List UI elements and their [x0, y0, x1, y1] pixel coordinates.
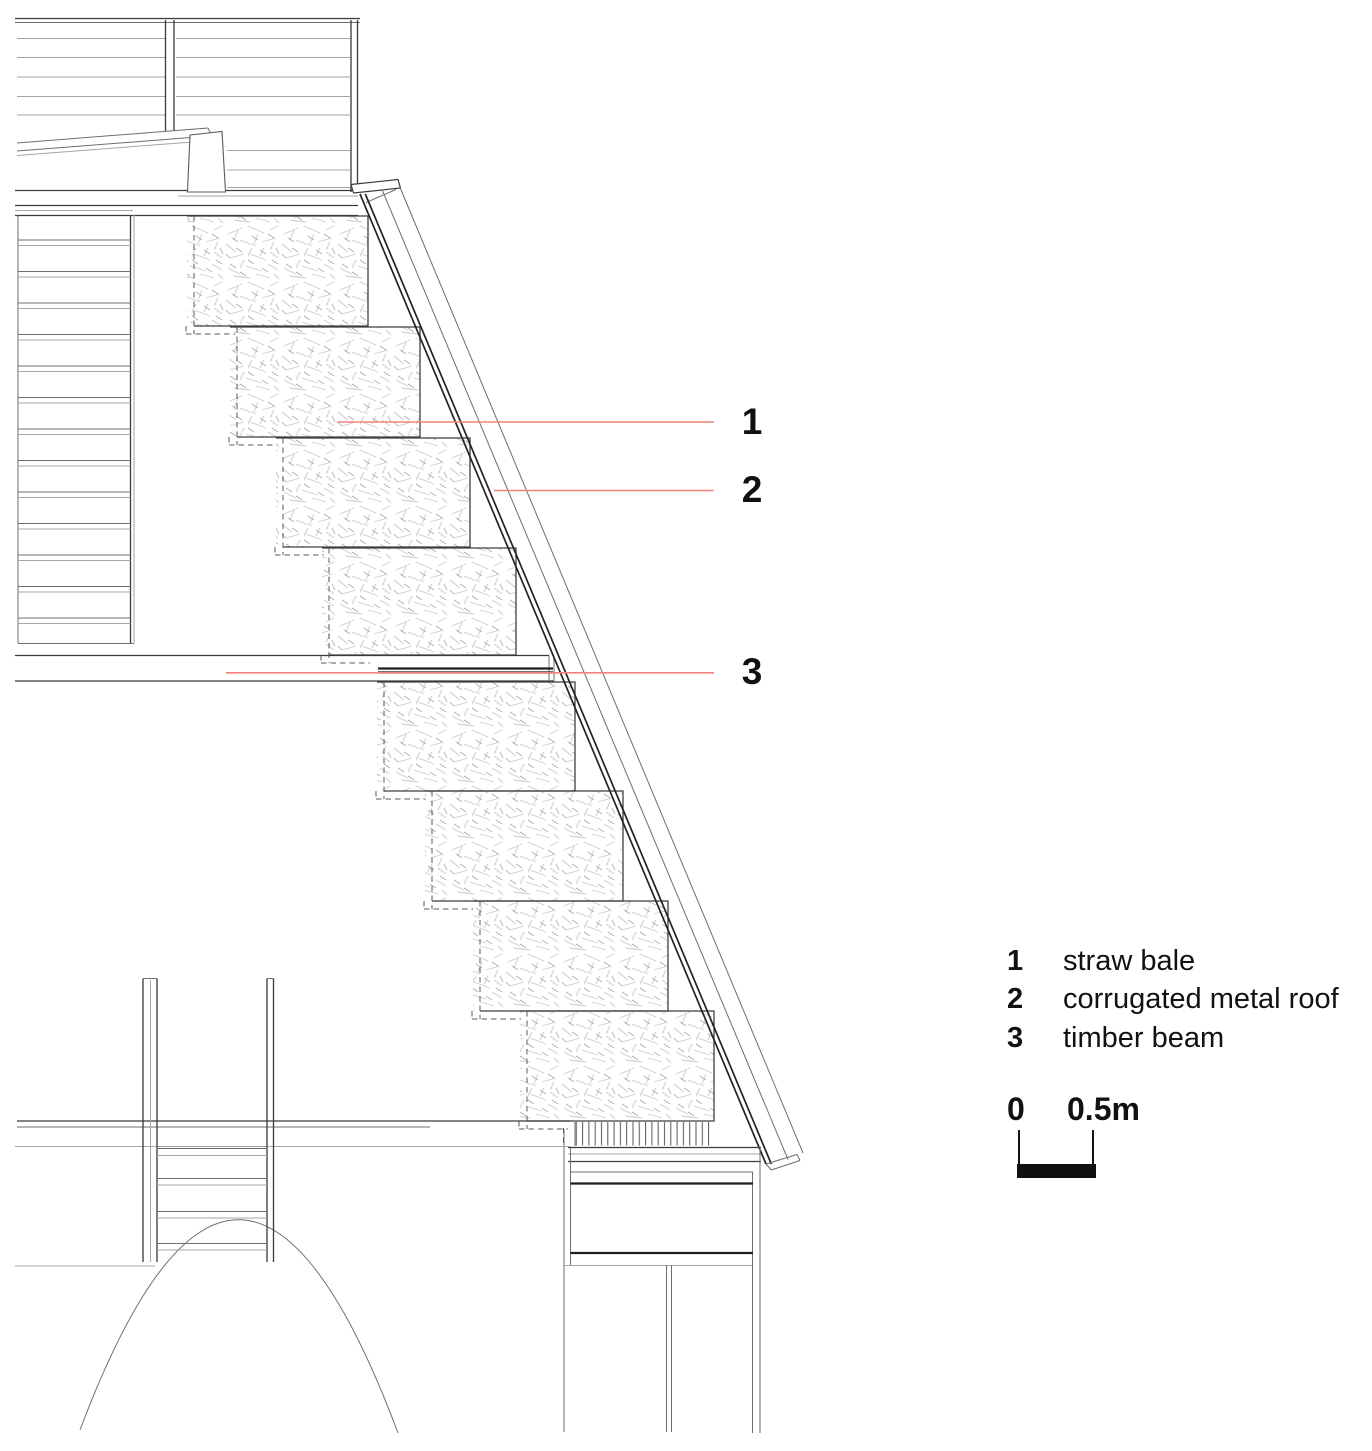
straw-bale [320, 547, 517, 664]
scale-bar-fill [1017, 1164, 1096, 1178]
legend-number-3: 3 [1007, 1022, 1024, 1054]
timber-plate-hatch [575, 1122, 713, 1146]
callout-number-1: 1 [741, 401, 763, 442]
straw-bale-stack [185, 215, 715, 1130]
straw-bale [228, 326, 421, 446]
callout-number-3: 3 [741, 651, 763, 692]
straw-bale [274, 437, 471, 556]
straw-bale [471, 900, 669, 1020]
straw-bale [185, 215, 369, 335]
scale-zero-label: 0 [1007, 1091, 1025, 1127]
straw-bale [375, 681, 576, 800]
legend-number-2: 2 [1007, 983, 1024, 1015]
callout-number-2: 2 [741, 469, 763, 510]
mezzanine-and-ladder [15, 978, 570, 1434]
fascia-panel [186, 130, 227, 193]
straw-bale [518, 1010, 715, 1130]
legend-label-straw-bale: straw bale [1063, 945, 1196, 977]
legend-label-corrugated-metal-roof: corrugated metal roof [1063, 983, 1339, 1015]
arch-vault [79, 1219, 399, 1434]
scale-tick-right [1092, 1130, 1094, 1178]
ceiling-and-timber-beam [15, 654, 555, 682]
leader-lines [226, 421, 714, 674]
corrugated-roof-lines [186, 130, 804, 1171]
upper-wall-cladding [15, 17, 397, 217]
legend-number-1: 1 [1007, 945, 1024, 977]
scale-half-meter-label: 0.5m [1067, 1091, 1140, 1127]
legend-label-timber-beam: timber beam [1063, 1022, 1225, 1054]
straw-bale [423, 790, 624, 910]
scale-tick-left [1018, 1130, 1020, 1178]
left-wall-boards [17, 215, 135, 644]
eave-structure [563, 1122, 761, 1433]
